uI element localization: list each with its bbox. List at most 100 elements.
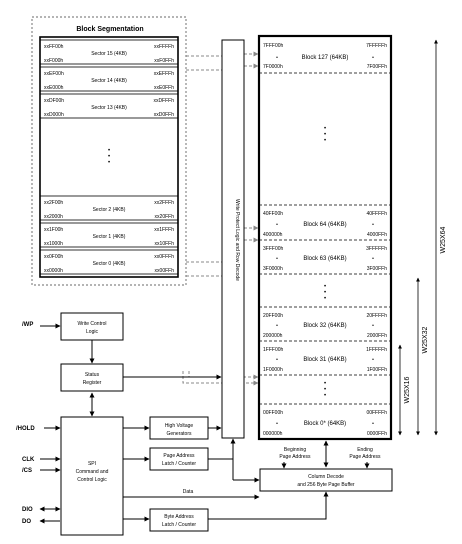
svg-text:•: • (108, 160, 110, 166)
sector-13-bottom-right: xxD0FFh (154, 112, 175, 118)
block-0-label: Block 0* (64KB) (304, 421, 346, 427)
sector-0-bottom-right: xx00FFh (155, 268, 175, 274)
pin-dio: DIO (22, 507, 33, 513)
sector-2-bottom-left: xx2000h (44, 214, 63, 220)
svg-text:•: • (324, 381, 326, 387)
block-63: 3FFF00h 3FFFFFh Block 63 (64KB) • • 3F00… (259, 246, 391, 275)
svg-text:Latch / Counter: Latch / Counter (162, 461, 197, 467)
sector-0-top-right: xx0FFFh (154, 254, 174, 260)
sector-13: xxDF00h xxDFFFh Sector 13 (4KB) xxD000h … (39, 93, 179, 119)
block-32: 20FF00h 20FFFFh Block 32 (64KB) • • 2000… (259, 306, 391, 342)
sector-14-top-left: xxEF00h (44, 71, 64, 77)
svg-text:•: • (372, 256, 374, 262)
block-32-label: Block 32 (64KB) (303, 323, 346, 329)
w25x32-label: W25X32 (422, 326, 429, 353)
block-64-bottom-left: 400000h (263, 232, 283, 238)
sector-0-top-left: xx0F00h (44, 254, 63, 260)
svg-text:Column Decode: Column Decode (308, 474, 344, 480)
svg-text:•: • (324, 284, 326, 290)
block-32-bottom-right: 2000FFh (367, 333, 387, 339)
sector-14-bottom-right: xxE0FFh (154, 85, 174, 91)
block-127-label: Block 127 (64KB) (302, 55, 349, 61)
sector-15-label: Sector 15 (4KB) (91, 51, 127, 57)
svg-text:Page Address: Page Address (163, 453, 195, 459)
svg-text:Control Logic: Control Logic (77, 477, 107, 483)
sector-13-top-right: xxDFFFh (153, 98, 174, 104)
column-decode-page-buffer: Column Decode and 256 Byte Page Buffer (259, 468, 393, 492)
block-127-bottom-right: 7F00FFh (367, 64, 388, 70)
sector-1-bottom-right: xx10FFh (155, 241, 175, 247)
sector-15: xxFF00h xxFFFFh Sector 15 (4KB) xxF000h … (39, 39, 179, 65)
svg-text:•: • (372, 421, 374, 427)
row-decoder (221, 39, 245, 439)
block-127-top-right: 7FFFFFh (366, 43, 387, 49)
pin-cs: /CS (22, 468, 32, 474)
svg-text:•: • (324, 126, 326, 132)
sector-13-bottom-left: xxD000h (44, 112, 64, 118)
w25x64-label: W25X64 (440, 226, 447, 253)
sector-2-top-left: xx2F00h (44, 200, 63, 206)
svg-text:•: • (108, 148, 110, 154)
svg-text:•: • (276, 357, 278, 363)
svg-text:•: • (372, 222, 374, 228)
svg-text:•: • (324, 290, 326, 296)
sector-array (39, 36, 179, 278)
ending-page-address-line2: Page Address (349, 454, 381, 460)
memory-array: 7FFF00h 7FFFFFh Block 127 (64KB) • • 7F0… (257, 34, 393, 441)
svg-text:Write Control: Write Control (77, 321, 106, 327)
svg-text:Status: Status (85, 372, 100, 378)
block-0-bottom-right: 0000FFh (367, 431, 387, 437)
block-32-top-right: 20FFFFh (366, 313, 387, 319)
sector-14-bottom-left: xxE000h (44, 85, 64, 91)
svg-text:Generators: Generators (166, 431, 192, 437)
svg-text:Logic: Logic (86, 329, 98, 335)
block-segmentation: Block Segmentation xxFF00h xxFFFFh Secto… (31, 16, 187, 286)
block-31-bottom-left: 1F0000h (263, 367, 283, 373)
sector-15-bottom-left: xxF000h (44, 58, 63, 64)
block-segmentation-title: Block Segmentation (76, 26, 143, 33)
svg-text:•: • (324, 387, 326, 393)
block-32-top-left: 20FF00h (263, 313, 283, 319)
sector-2-label: Sector 2 (4KB) (93, 207, 126, 213)
page-address-labels: Beginning Page Address Ending Page Addre… (279, 447, 381, 460)
svg-text:Byte Address: Byte Address (164, 514, 194, 520)
sector-1-bottom-left: xx1000h (44, 241, 63, 247)
block-gap-middle: • • • (324, 284, 326, 302)
block-leaders (244, 51, 259, 243)
signal-pins: /WP /HOLD CLK /CS DIO DO Data (16, 322, 193, 525)
svg-text:Register: Register (83, 380, 102, 386)
sector-2-top-right: xx2FFFh (154, 200, 174, 206)
beginning-page-address-line1: Beginning (284, 447, 306, 453)
block-127-top-left: 7FFF00h (263, 43, 284, 49)
beginning-page-address-line2: Page Address (279, 454, 311, 460)
w25x16-label: W25X16 (404, 376, 411, 403)
svg-text:•: • (372, 357, 374, 363)
sector-1-top-right: xx1FFFh (154, 227, 174, 233)
sector-13-label: Sector 13 (4KB) (91, 105, 127, 111)
connections (39, 323, 370, 524)
svg-text:and 256 Byte Page Buffer: and 256 Byte Page Buffer (297, 482, 355, 488)
block-0-bottom-left: 000000h (263, 431, 283, 437)
svg-text:•: • (324, 138, 326, 144)
sector-15-top-left: xxFF00h (44, 44, 64, 50)
svg-text:•: • (324, 296, 326, 302)
svg-text:SPI: SPI (88, 461, 96, 467)
block-64-bottom-right: 4000FFh (367, 232, 387, 238)
block-31-label: Block 31 (64KB) (303, 357, 346, 363)
pin-clk: CLK (22, 457, 35, 463)
block-31-top-left: 1FFF00h (263, 347, 284, 353)
block-64: 40FF00h 40FFFFh Block 64 (64KB) • • 4000… (259, 204, 391, 241)
block-segmentation-frame (31, 16, 187, 286)
block-gap-lower: • • • (324, 381, 326, 399)
block-127: 7FFF00h 7FFFFFh Block 127 (64KB) • • 7F0… (259, 43, 391, 74)
sector-14-label: Sector 14 (4KB) (91, 78, 127, 84)
svg-text:•: • (276, 55, 278, 61)
svg-text:•: • (276, 421, 278, 427)
sector-14-top-right: xxEFFFh (154, 71, 174, 77)
sector-15-bottom-right: xxF0FFh (154, 58, 174, 64)
sector-14: xxEF00h xxEFFFh Sector 14 (4KB) xxE000h … (39, 66, 179, 92)
svg-text:High Voltage: High Voltage (165, 423, 194, 429)
write-control-logic: Write Control Logic (60, 312, 124, 341)
sector-1-top-left: xx1F00h (44, 227, 63, 233)
